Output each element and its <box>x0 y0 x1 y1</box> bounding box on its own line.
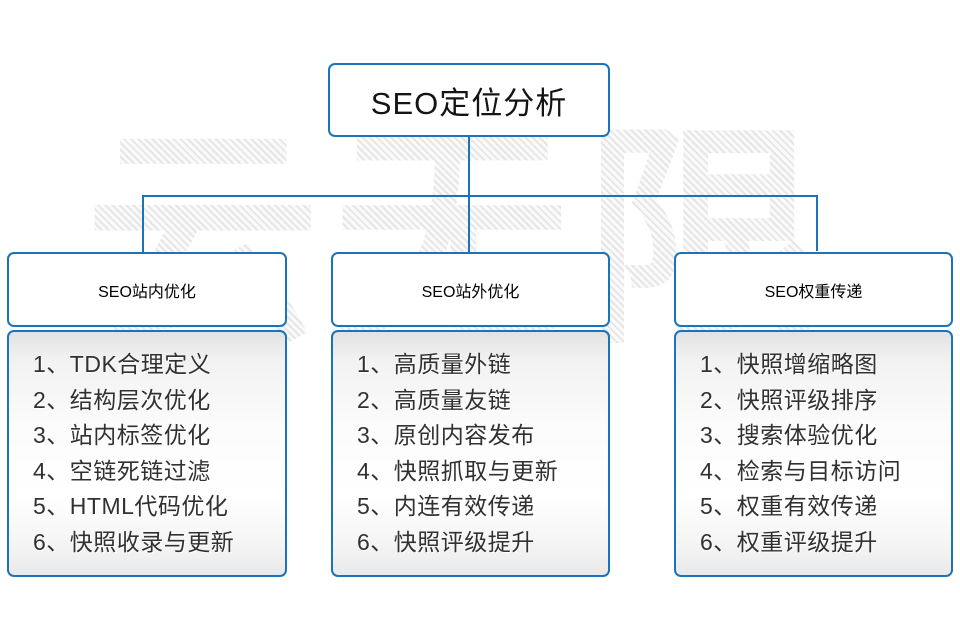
column-offsite-optimization: SEO站外优化 1、高质量外链 2、高质量友链 3、原创内容发布 4、快照抓取与… <box>331 252 610 577</box>
list-item: 6、快照评级提升 <box>357 528 535 555</box>
list-item: 6、快照收录与更新 <box>33 528 235 555</box>
column-panel-weight: 1、快照增缩略图 2、快照评级排序 3、搜索体验优化 4、检索与目标访问 5、权… <box>674 330 953 577</box>
column-header-onsite: SEO站内优化 <box>7 252 287 327</box>
list-item: 2、结构层次优化 <box>33 386 211 413</box>
column-title: SEO站外优化 <box>421 283 520 301</box>
item-list: 1、高质量外链 2、高质量友链 3、原创内容发布 4、快照抓取与更新 5、内连有… <box>333 332 608 560</box>
column-weight-transfer: SEO权重传递 1、快照增缩略图 2、快照评级排序 3、搜索体验优化 4、检索与… <box>674 252 953 577</box>
connector-left-vertical <box>142 195 144 253</box>
list-item: 4、快照抓取与更新 <box>357 457 559 484</box>
list-item: 4、检索与目标访问 <box>700 457 902 484</box>
list-item: 3、原创内容发布 <box>357 422 535 448</box>
column-panel-onsite: 1、TDK合理定义 2、结构层次优化 3、站内标签优化 4、空链死链过滤 5、H… <box>7 330 287 577</box>
column-title: SEO权重传递 <box>764 283 863 301</box>
list-item: 1、TDK合理定义 <box>33 351 212 377</box>
connector-root-vertical <box>468 137 470 196</box>
column-header-weight: SEO权重传递 <box>674 252 953 327</box>
list-item: 1、快照增缩略图 <box>700 351 878 377</box>
connector-horizontal <box>142 195 818 197</box>
list-item: 5、内连有效传递 <box>357 493 535 519</box>
list-item: 3、站内标签优化 <box>33 422 211 448</box>
column-panel-offsite: 1、高质量外链 2、高质量友链 3、原创内容发布 4、快照抓取与更新 5、内连有… <box>331 330 610 577</box>
list-item: 4、空链死链过滤 <box>33 457 211 484</box>
item-list: 1、TDK合理定义 2、结构层次优化 3、站内标签优化 4、空链死链过滤 5、H… <box>9 332 285 560</box>
column-header-offsite: SEO站外优化 <box>331 252 610 327</box>
list-item: 5、HTML代码优化 <box>33 493 229 519</box>
item-list: 1、快照增缩略图 2、快照评级排序 3、搜索体验优化 4、检索与目标访问 5、权… <box>676 332 951 560</box>
root-node-title: SEO定位分析 <box>370 85 568 121</box>
list-item: 3、搜索体验优化 <box>700 422 878 448</box>
list-item: 1、高质量外链 <box>357 351 512 377</box>
connector-right-vertical <box>816 195 818 251</box>
connector-middle-vertical <box>468 195 470 253</box>
list-item: 2、快照评级排序 <box>700 386 878 413</box>
list-item: 6、权重评级提升 <box>700 528 878 555</box>
list-item: 5、权重有效传递 <box>700 493 878 519</box>
column-title: SEO站内优化 <box>98 283 196 301</box>
root-node: SEO定位分析 <box>328 63 610 137</box>
column-onsite-optimization: SEO站内优化 1、TDK合理定义 2、结构层次优化 3、站内标签优化 4、空链… <box>7 252 287 577</box>
list-item: 2、高质量友链 <box>357 386 512 413</box>
